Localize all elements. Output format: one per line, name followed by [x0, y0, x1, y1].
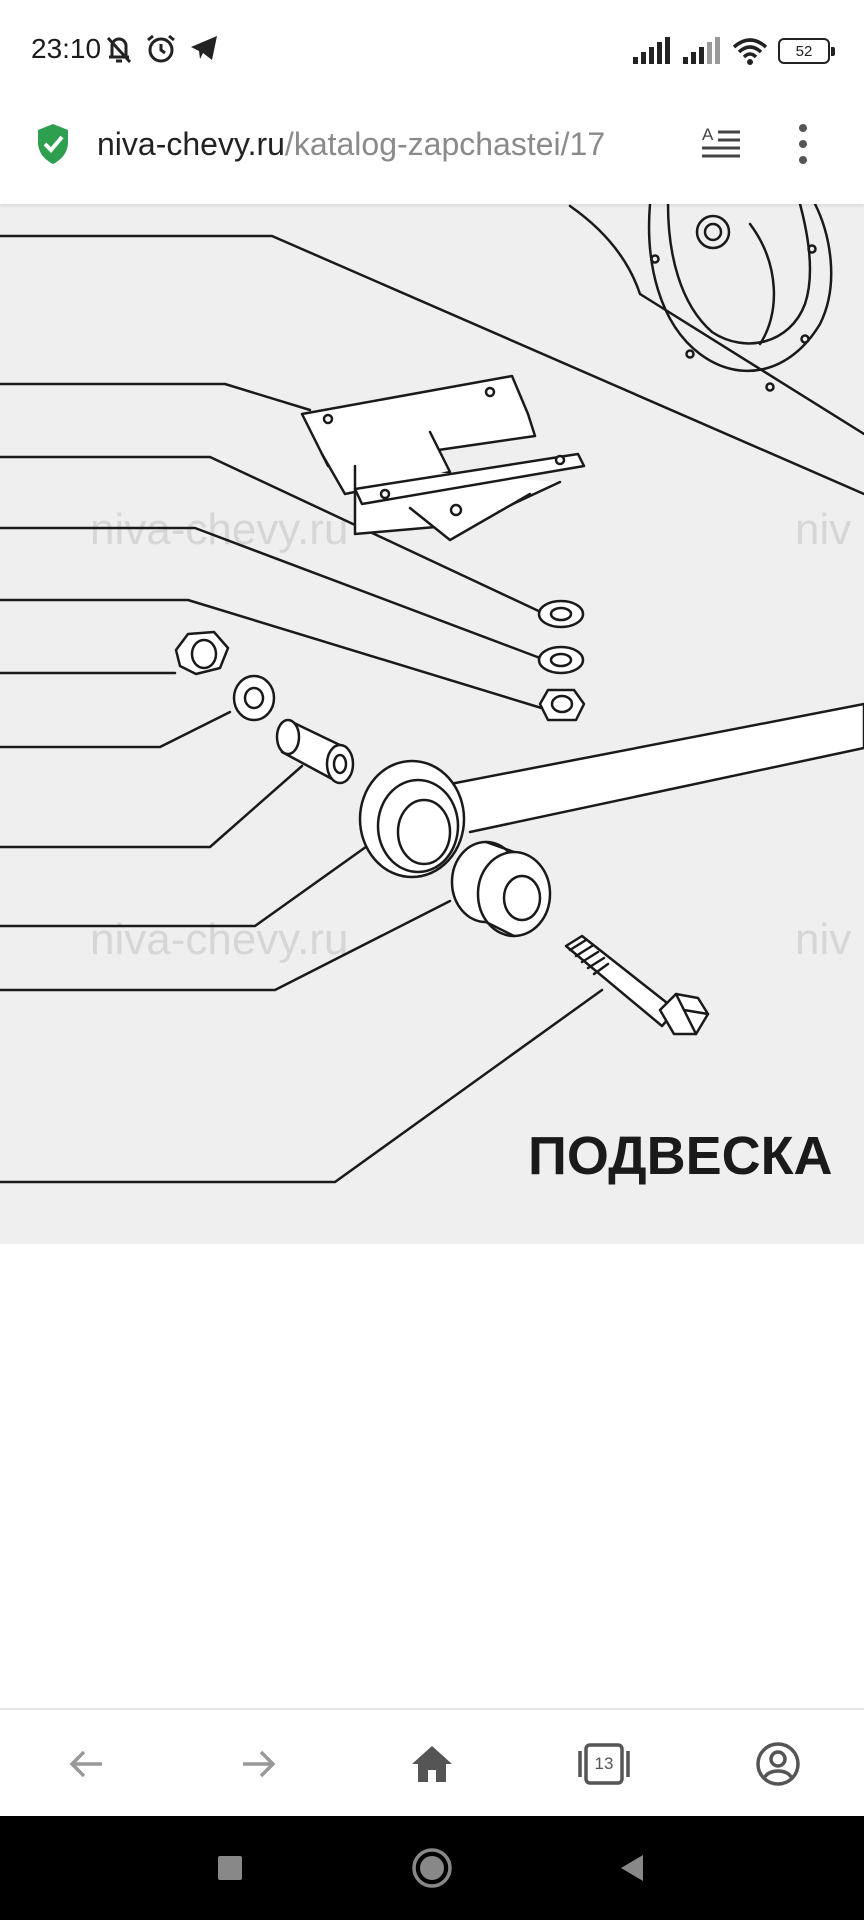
system-back-button[interactable] [610, 1846, 654, 1890]
suspension-rod [358, 702, 864, 879]
home-circle-icon [412, 1848, 452, 1888]
alarm-icon [147, 34, 175, 63]
wifi-icon [732, 38, 768, 65]
axle-housing [568, 204, 864, 436]
back-triangle-icon [621, 1855, 643, 1881]
account-icon [756, 1742, 800, 1786]
watermark-text: niv [795, 915, 851, 964]
tabs-icon [578, 1743, 630, 1785]
muted-bell-icon [106, 36, 132, 64]
status-left-icons [104, 32, 220, 68]
overflow-menu-icon[interactable] [796, 120, 810, 168]
watermark-text: niva-chevy.ru [90, 505, 348, 554]
home-button[interactable] [404, 1736, 460, 1792]
watermark-text: niva-chevy.ru [90, 915, 348, 964]
account-button[interactable] [750, 1736, 806, 1792]
shield-check-icon[interactable] [35, 122, 71, 166]
address-bar: niva-chevy.ru/katalog-zapchastei/17 A [0, 100, 864, 204]
status-bar: 23:10 [0, 0, 864, 100]
recents-button[interactable] [208, 1846, 252, 1890]
spacer-sleeve [275, 718, 355, 785]
status-time: 23:10 [31, 33, 102, 64]
back-button[interactable] [58, 1736, 114, 1792]
battery-icon: 52 [778, 38, 835, 64]
status-right-icons: 52 [632, 34, 835, 68]
signal-icon [683, 37, 720, 64]
forward-button[interactable] [231, 1736, 287, 1792]
reader-mode-icon[interactable]: A [700, 124, 744, 164]
back-arrow-icon [69, 1750, 102, 1778]
forward-arrow-icon [243, 1750, 276, 1778]
tab-count: 13 [594, 1754, 614, 1773]
tabs-button[interactable]: 13 [576, 1736, 632, 1792]
page-content: niva-chevy.ru niv niva-chevy.ru niv [0, 204, 864, 1708]
svg-text:A: A [702, 125, 714, 144]
url-domain: niva-chevy.ru [97, 126, 285, 162]
telegram-icon [191, 36, 217, 60]
home-icon [412, 1746, 452, 1782]
url-field[interactable]: niva-chevy.ru/katalog-zapchastei/17 [97, 126, 677, 163]
recents-square-icon [218, 1856, 242, 1880]
system-nav-bar [0, 1816, 864, 1920]
washer-stack [537, 599, 586, 722]
bolt [564, 934, 710, 1036]
rubber-bushing [450, 840, 552, 938]
mounting-bracket [300, 374, 586, 542]
suspension-diagram-svg: niva-chevy.ru niv niva-chevy.ru niv [0, 204, 864, 1186]
diagram-heading: ПОДВЕСКА [528, 1126, 833, 1186]
left-nut-washer [174, 630, 276, 722]
parts-diagram: niva-chevy.ru niv niva-chevy.ru niv [0, 204, 864, 1244]
battery-level: 52 [795, 42, 813, 60]
browser-toolbar: 13 [0, 1708, 864, 1816]
url-path: /katalog-zapchastei/17 [284, 126, 606, 162]
system-home-button[interactable] [410, 1846, 454, 1890]
signal-icon [633, 37, 670, 64]
watermark-text: niv [795, 505, 851, 554]
leader-lines [0, 234, 864, 1184]
